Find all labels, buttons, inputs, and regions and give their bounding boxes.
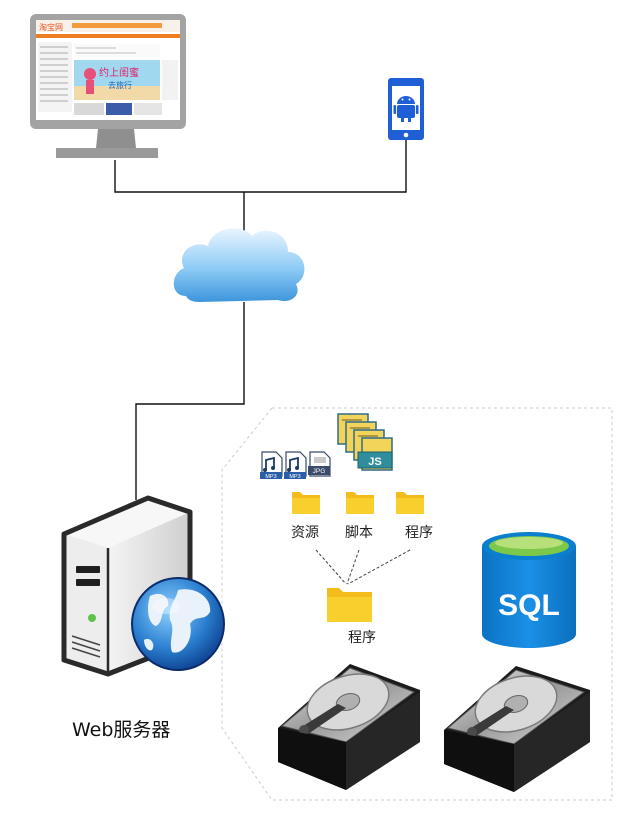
folder-icon (327, 588, 372, 622)
mp3-file-icon: MP3 (284, 451, 307, 480)
svg-text:去旅行: 去旅行 (108, 80, 132, 90)
folder-label-programs: 程序 (405, 525, 433, 541)
merged-folder-label: 程序 (348, 630, 376, 646)
svg-text:MP3: MP3 (289, 474, 300, 480)
sql-database-icon: SQL (482, 532, 576, 648)
dashed-region-border (221, 407, 613, 801)
merge-lines (315, 549, 411, 585)
svg-text:JS: JS (368, 456, 381, 468)
svg-text:MP3: MP3 (265, 474, 276, 480)
svg-text:淘宝网: 淘宝网 (39, 22, 63, 32)
svg-text:约上闺蜜: 约上闺蜜 (99, 66, 139, 79)
js-file-stack-icon: JS (337, 413, 393, 471)
desktop-monitor-icon: 淘宝网 约上闺蜜 去旅行 (30, 14, 186, 158)
cloud-icon (173, 228, 305, 302)
web-server-label: Web服务器 (72, 719, 170, 741)
svg-text:JPG: JPG (313, 468, 326, 475)
folder-icon (292, 492, 320, 514)
folder-icon (346, 492, 374, 514)
mp3-file-icon: MP3 (260, 451, 283, 480)
hard-drive-icon (278, 664, 420, 790)
android-phone-icon (388, 78, 424, 140)
jpg-file-icon: JPG (308, 451, 331, 477)
folder-icon (396, 492, 424, 514)
connection-lines (114, 140, 407, 500)
hard-drive-icon (444, 666, 590, 792)
svg-text:SQL: SQL (498, 589, 560, 622)
folder-label-resources: 资源 (291, 525, 319, 541)
globe-icon (131, 577, 225, 671)
folder-label-scripts: 脚本 (345, 525, 373, 541)
